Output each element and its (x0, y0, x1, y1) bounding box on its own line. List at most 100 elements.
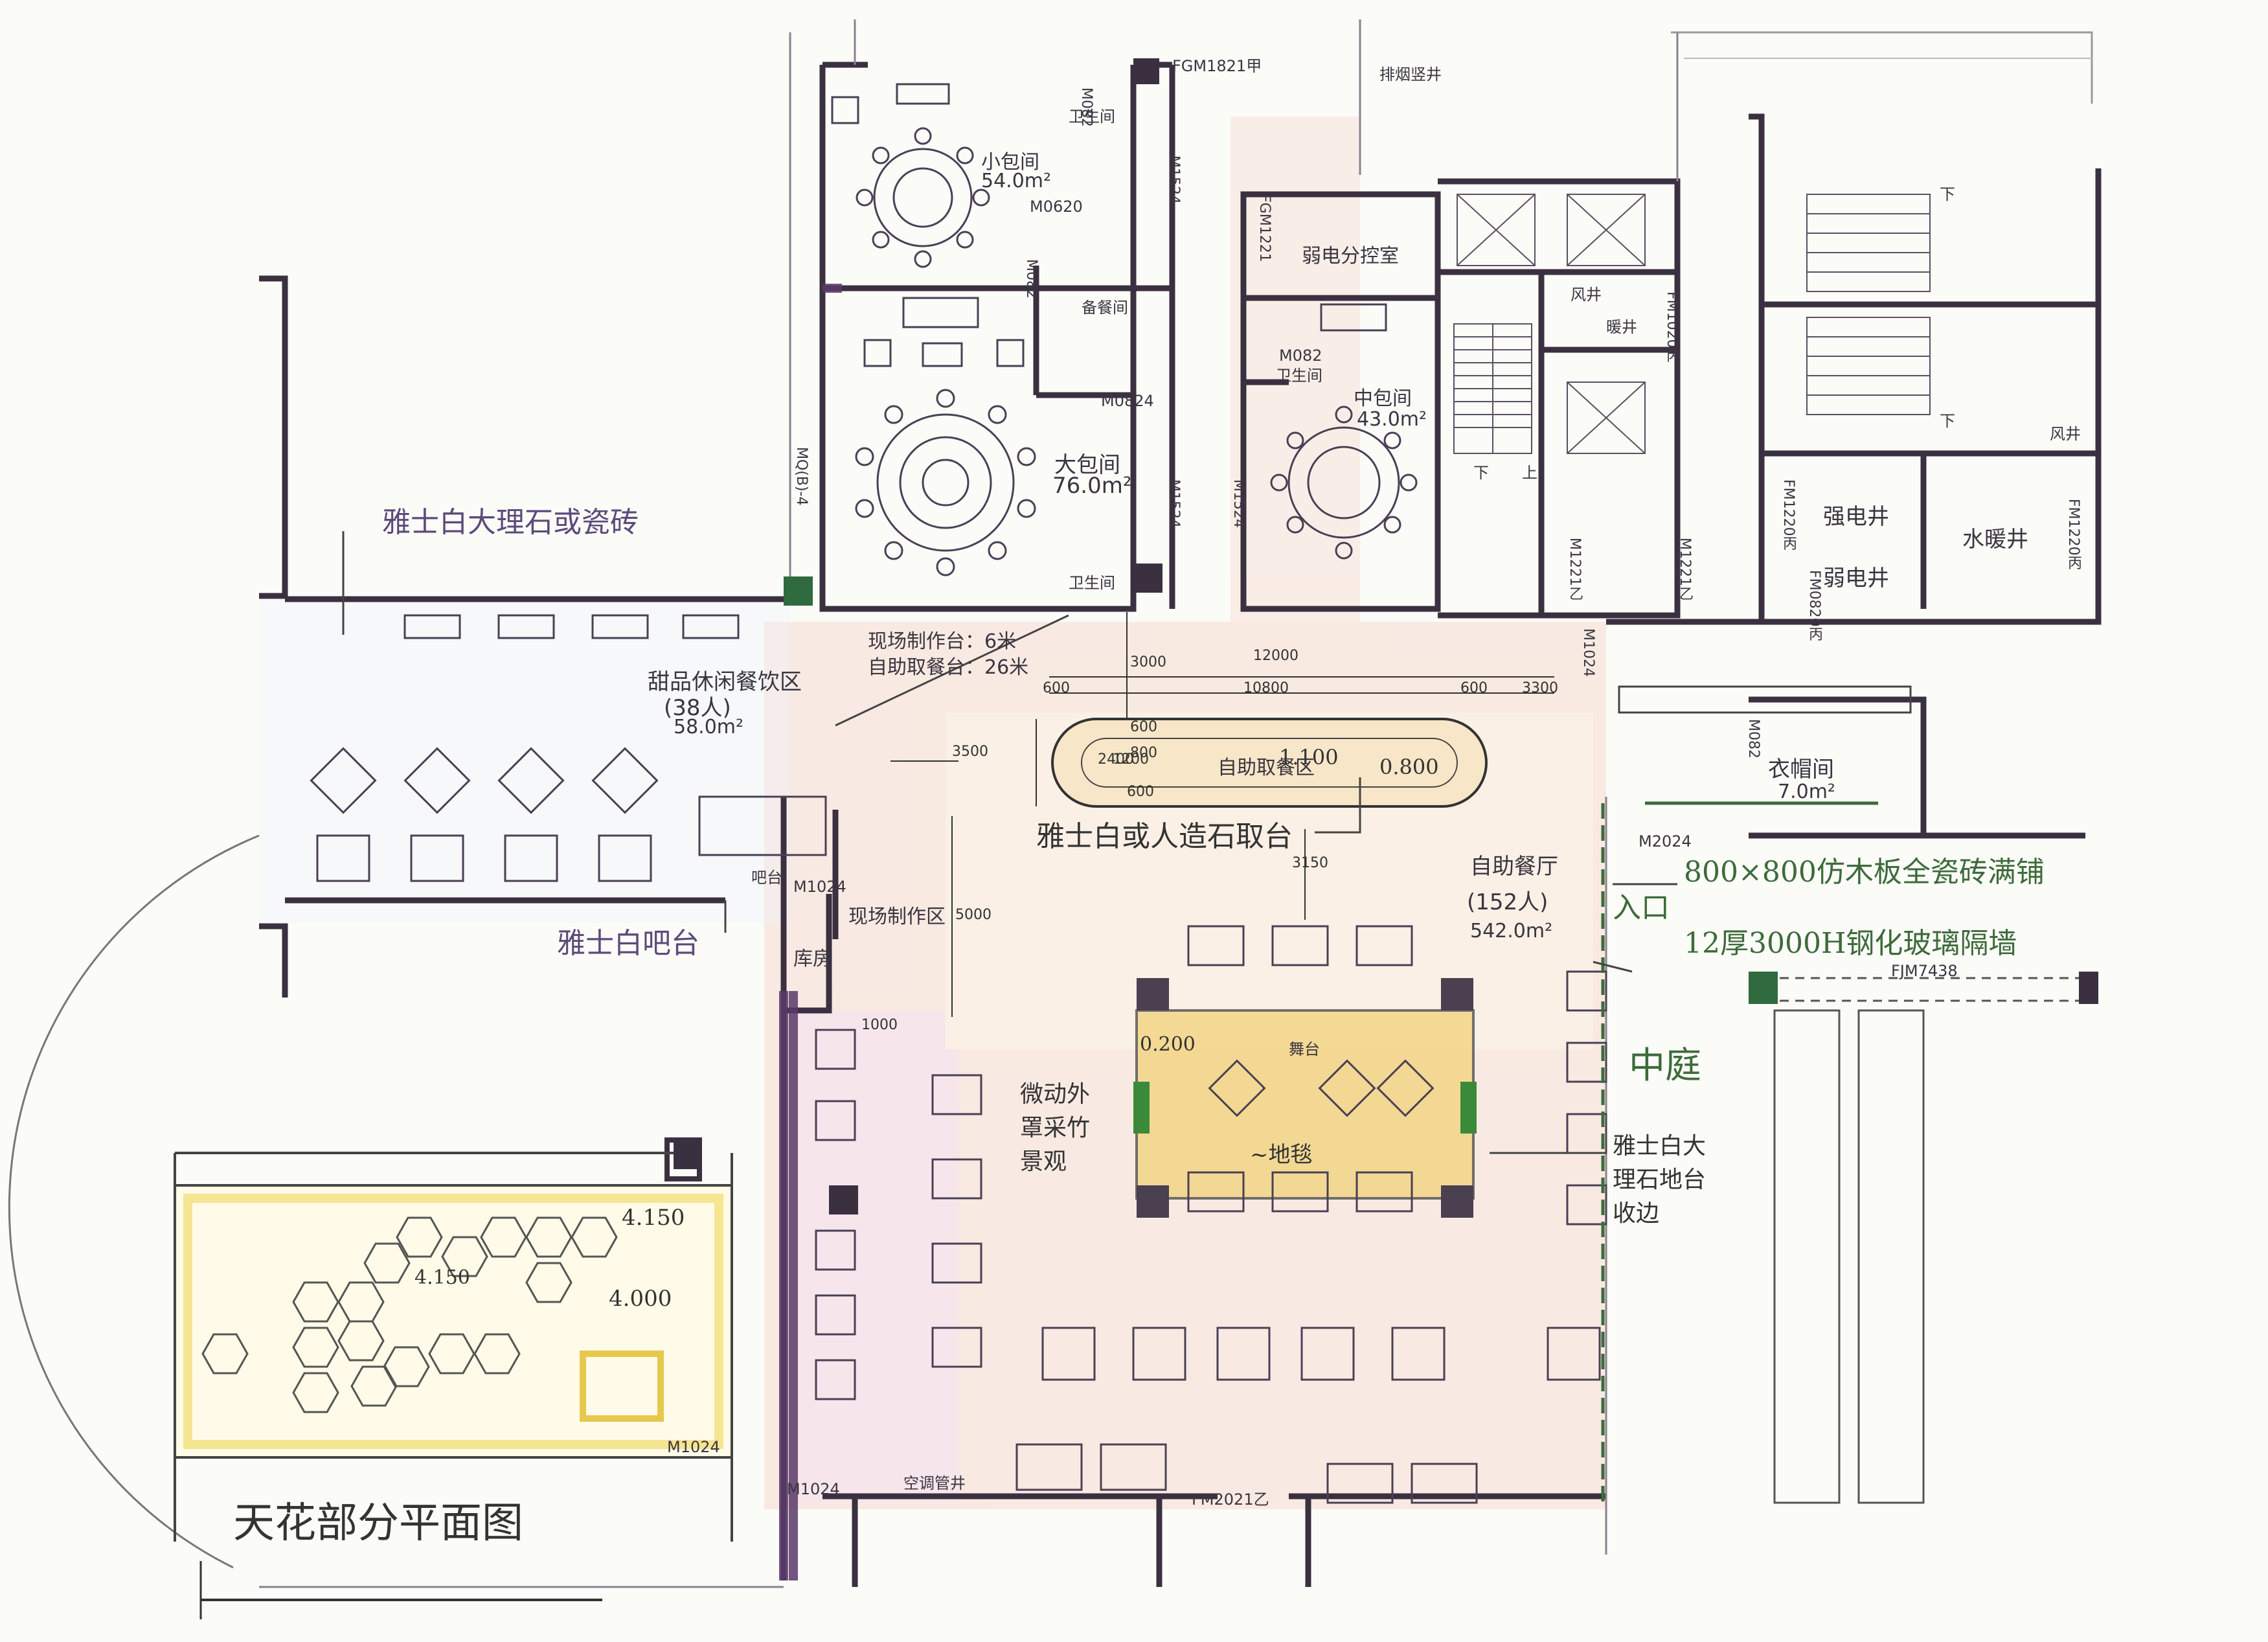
dimension-label: 600 (1043, 680, 1070, 696)
elevation-4150-a: 4.150 (622, 1205, 685, 1231)
note-marble-counter: 雅士白或人造石取台 (1036, 820, 1293, 853)
dimension-label: 600 (1127, 784, 1154, 800)
door-code: M1221乙 (1677, 538, 1693, 600)
wind-well-label-2: 风井 (2050, 425, 2081, 443)
door-code: FM1220丙 (1780, 479, 1797, 551)
dimension-label: 2400 (1098, 751, 1134, 768)
leaders (342, 531, 1677, 1154)
buffet-counter (1051, 718, 1488, 808)
medium-private-table (1270, 405, 1418, 560)
stairs (1453, 194, 1931, 454)
dimension-label: 3300 (1522, 680, 1558, 696)
cloakroom-name: 衣帽间 (1768, 757, 1834, 782)
smoke-shaft-label: 排烟竖井 (1379, 65, 1442, 84)
elevation-0800: 0.800 (1379, 755, 1439, 779)
buffet-hall-name: 自助餐厅 (1470, 854, 1558, 880)
wind-well-label: 风井 (1571, 286, 1602, 304)
buffet-counter-spec: 自助取餐台：26米 (868, 656, 1029, 679)
purple-walls (779, 284, 842, 1580)
door-code: M082 (1745, 719, 1762, 758)
door-code: M0620 (1030, 198, 1083, 216)
note-glass: 12厚3000H钢化玻璃隔墙 (1684, 927, 2017, 960)
small-private-room-area: 54.0m² (981, 170, 1052, 192)
dimension-label: 12000 (1253, 648, 1298, 664)
hot-well-label: 暖井 (1606, 318, 1637, 336)
stage-label: 舞台 (1289, 1040, 1320, 1058)
dimension-label: 10800 (1243, 680, 1289, 696)
elevation-4150-b: 4.150 (414, 1266, 470, 1289)
door-code: M1524 (1166, 155, 1182, 204)
buffet-hall-area: 542.0m² (1470, 920, 1553, 942)
door-code: M1024 (1580, 628, 1596, 677)
door-code: FM1020丙 (1664, 291, 1680, 363)
columns (674, 58, 2098, 1214)
door-code: FGM1221 (1256, 194, 1273, 262)
buffet-zone-label: 自助取餐区 (1218, 757, 1315, 779)
down-label-2: 下 (1940, 185, 1955, 203)
elevation-4000: 4.000 (609, 1286, 672, 1312)
ceiling-inset (8, 834, 733, 1619)
dimension-label: 600 (1460, 680, 1488, 696)
door-code: M1221乙 (1567, 538, 1583, 600)
dessert-area-shading (259, 599, 790, 923)
bar-label: 吧台 (751, 869, 782, 887)
large-private-room-area: 76.0m² (1052, 473, 1132, 499)
dimension-label: 3500 (952, 744, 988, 760)
dimension-label: 1000 (861, 1017, 898, 1033)
large-private-room-name: 大包间 (1054, 452, 1120, 478)
medium-private-room-name: 中包间 (1354, 387, 1412, 410)
dimension-label: 800 (1130, 745, 1157, 761)
restroom-label-3: 卫生间 (1069, 574, 1115, 592)
door-code: M082 (1078, 87, 1094, 127)
storage-label: 库房 (793, 948, 832, 970)
door-code: M0824 (1101, 392, 1154, 410)
dining-tables (815, 925, 1607, 1504)
door-code: FM0820丙 (1806, 570, 1822, 641)
inset-title: 天花部分平面图 (233, 1499, 523, 1547)
door-code: FGM1821甲 (1172, 57, 1262, 75)
live-counter-spec: 现场制作台：6米 (868, 630, 1017, 653)
door-code: FJM7438 (1891, 962, 1958, 980)
dessert-area-area: 58.0m² (674, 716, 744, 738)
water-shaft-label: 水暖井 (1962, 527, 2028, 553)
elevation-1100: 1.100 (1279, 745, 1339, 770)
door-code: MQ(B)-4 (793, 447, 810, 506)
door-code: M082 (1279, 347, 1322, 365)
dessert-area-capacity: (38人) (664, 695, 731, 721)
glass-partition (1601, 801, 1878, 1503)
serving-room: 备餐间 (1082, 299, 1128, 317)
elevation-0200: 0.200 (1140, 1033, 1196, 1056)
strong-shaft-label: 强电井 (1823, 504, 1889, 530)
large-private-table (855, 389, 1036, 576)
note-tile: 800×800仿木板全瓷砖满铺 (1684, 856, 2045, 889)
note-courtyard: 中庭 (1629, 1045, 1701, 1087)
weak-control-room: 弱电分控室 (1302, 245, 1399, 268)
weak-shaft-label: 弱电井 (1823, 565, 1889, 591)
medium-private-room-area: 43.0m² (1357, 408, 1427, 431)
sofas (831, 83, 1387, 367)
note-marble-floor: 雅士白大理石或瓷砖 (382, 506, 639, 539)
dimension-label: 3000 (1130, 654, 1166, 670)
door-code: M082 (1023, 259, 1039, 299)
door-code: M2024 (1639, 832, 1692, 850)
door-code: M1524 (1230, 479, 1247, 528)
door-code: M1024 (787, 1480, 840, 1498)
up-label: 上 (1522, 464, 1537, 482)
restroom-label: 卫生间 (1069, 108, 1115, 126)
door-code: FM2021乙 (1192, 1490, 1269, 1509)
cloakroom-area: 7.0m² (1778, 781, 1835, 803)
dimension-lines (890, 612, 1554, 1017)
door-code: FM1220丙 (2065, 499, 2081, 570)
live-cooking-label: 现场制作区 (848, 906, 946, 928)
small-private-room-name: 小包间 (981, 151, 1039, 174)
stage (1133, 978, 1477, 1218)
small-private-table (856, 127, 990, 268)
dessert-area-name: 甜品休闲餐饮区 (648, 669, 802, 695)
door-code: M1024 (667, 1438, 720, 1456)
dessert-tables (310, 614, 827, 882)
counter-right (1618, 685, 1912, 714)
note-entrance: 入口 (1613, 891, 1670, 924)
ac-shaft-label: 空调管井 (903, 1474, 966, 1492)
down-label: 下 (1473, 464, 1489, 482)
